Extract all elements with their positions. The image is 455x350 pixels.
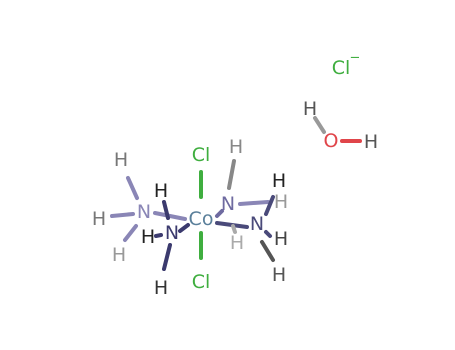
bond-nr-h1: [264, 195, 275, 216]
atom-n-mid: N: [165, 222, 179, 244]
atom-h-nl-2: H: [92, 208, 106, 230]
atom-n-upper-right: N: [221, 193, 235, 215]
atom-h-nr-3: H: [272, 264, 286, 286]
water-hydrogen-1: H: [303, 98, 317, 120]
bond-co-n-upper-right: [215, 209, 224, 218]
bond-nl-h2: [110, 212, 135, 218]
bond-nl-h1: [126, 176, 139, 200]
water-hydrogen-2: H: [364, 131, 378, 153]
chloride-ion: Cl −: [332, 51, 361, 80]
atom-h-nur-3: H: [230, 232, 244, 254]
atom-h-nm-1: H: [154, 180, 168, 202]
atom-h-nm-2: H: [141, 226, 155, 248]
water-oxygen: O: [324, 130, 339, 152]
chloride-label: Cl: [332, 57, 351, 79]
bond-nr-h3: [260, 240, 275, 262]
atom-h-nr-1: H: [272, 170, 286, 192]
atom-co: Co: [189, 208, 214, 230]
bond-nur-h2: [238, 200, 270, 206]
bonds: [110, 116, 362, 271]
atom-labels: Co Cl Cl N N N N H H H H H H H H H H H H: [92, 136, 288, 299]
bond-nur-h3: [231, 224, 237, 234]
bond-nr-h2: [264, 230, 272, 238]
water-molecule: O H H: [303, 98, 378, 153]
bond-water-oh1: [313, 116, 326, 134]
atom-h-nur-1: H: [229, 136, 243, 158]
bond-nm-h1: [162, 200, 170, 220]
atom-n-right: N: [250, 213, 264, 235]
atom-h-nur-2: H: [274, 191, 288, 213]
bond-nm-h2: [154, 233, 163, 238]
chloride-charge: −: [350, 51, 361, 66]
atom-h-nl-3: H: [112, 244, 126, 266]
atom-cl-bottom: Cl: [192, 271, 211, 293]
bond-co-n-left: [153, 211, 187, 221]
atom-h-nr-2: H: [274, 228, 288, 250]
bond-nm-h3: [162, 243, 172, 271]
bond-nl-h3: [123, 224, 138, 242]
atom-h-nm-3: H: [154, 277, 168, 299]
atom-cl-top: Cl: [192, 144, 211, 166]
bond-nur-h1: [227, 159, 236, 190]
atom-n-left: N: [137, 201, 151, 223]
atom-h-nl-1: H: [114, 149, 128, 171]
bond-co-n-mid: [178, 223, 190, 233]
